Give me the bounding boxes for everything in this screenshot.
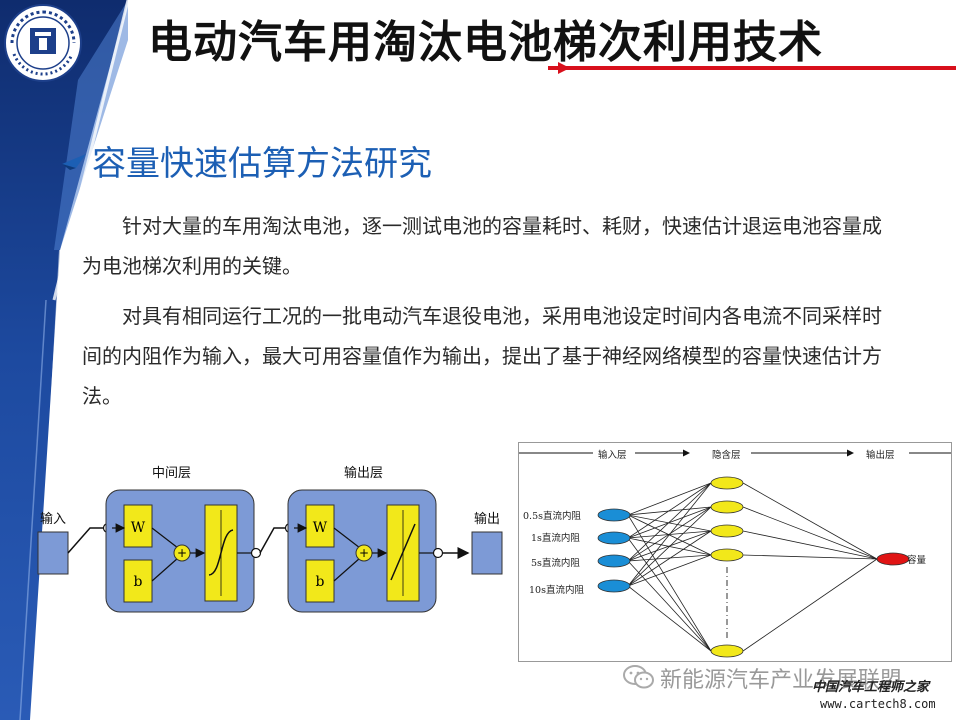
page-title: 电动汽车用淘汰电池梯次利用技术 <box>148 17 823 68</box>
university-seal-logo <box>4 4 82 82</box>
nn-input-layer-label: 输入层 <box>598 450 627 461</box>
output-weight-box <box>305 504 335 548</box>
hidden-weight-label: W <box>131 520 146 536</box>
nn-edge-input-4-hidden-4 <box>627 554 712 587</box>
nn-input-label-3: 5s直流内阻 <box>531 558 580 569</box>
nn-edge-input-4-hidden-3 <box>627 530 712 587</box>
neural-network-diagram <box>518 442 952 662</box>
output-layer-label: 输出层 <box>344 466 384 481</box>
nn-edge-hidden-5-output <box>742 558 878 652</box>
title-bar <box>138 4 956 74</box>
output-sum-label: + <box>359 546 369 560</box>
nn-edge-input-3-hidden-1 <box>627 482 712 562</box>
nn-edge-input-1-hidden-1 <box>627 482 712 516</box>
nn-input-label-4: 10s直流内阻 <box>529 585 584 596</box>
nn-input-label-1: 0.5s直流内阻 <box>523 511 581 522</box>
hidden-sum-label: + <box>177 546 187 560</box>
hidden-layer-label: 中间层 <box>152 466 192 481</box>
nn-hidden-node-4 <box>710 548 744 562</box>
nn-input-node-3 <box>597 554 631 568</box>
nn-edge-input-3-hidden-4 <box>627 554 712 562</box>
nn-output-label: 容量 <box>907 555 927 566</box>
nn-edge-input-1-hidden-5 <box>627 514 712 652</box>
output-label: 输出 <box>474 512 501 527</box>
nn-edge-hidden-3-output <box>742 530 878 560</box>
side-band <box>0 0 130 720</box>
page-title-shadow: 电动汽车用淘汰电池梯次利用技术 <box>150 19 825 70</box>
output-bias-box <box>305 559 335 603</box>
hidden-weight-box <box>123 504 153 548</box>
bullet-arrow-icon <box>62 154 86 170</box>
output-box <box>471 531 503 575</box>
nn-edge-input-4-hidden-5 <box>627 585 712 652</box>
section-heading: 容量快速估算方法研究 <box>92 144 432 184</box>
paragraph-1: 针对大量的车用淘汰电池，逐一测试电池的容量耗时、耗财，快速估计退运电池容量成为电… <box>82 214 882 278</box>
nn-hidden-node-2 <box>710 500 744 514</box>
watermark-site-url: www.cartech8.com <box>820 697 936 711</box>
nn-edge-hidden-4-output <box>742 554 878 560</box>
nn-edge-input-3-hidden-5 <box>627 560 712 652</box>
nn-hidden-node-5 <box>710 644 744 658</box>
nn-edge-input-2-hidden-1 <box>627 482 712 539</box>
nn-edge-input-2-hidden-5 <box>627 537 712 652</box>
nn-edge-input-4-hidden-1 <box>627 482 712 587</box>
wechat-icon <box>623 665 654 689</box>
nn-input-node-1 <box>597 508 631 522</box>
nn-output-layer-label: 输出层 <box>866 450 895 461</box>
nn-hidden-layer-label: 隐含层 <box>712 450 741 461</box>
nn-input-node-2 <box>597 531 631 545</box>
hidden-bias-box <box>123 559 153 603</box>
watermark-site-name: 中国汽车工程师之家 <box>812 680 930 695</box>
output-weight-label: W <box>313 520 328 536</box>
nn-hidden-node-3 <box>710 524 744 538</box>
network-block-diagram: W b W b + + <box>37 489 503 613</box>
input-box <box>37 531 69 575</box>
nn-edge-input-1-hidden-2 <box>627 506 712 516</box>
nn-output-node <box>876 552 910 566</box>
hidden-bias-label: b <box>134 574 143 590</box>
input-label: 输入 <box>40 512 67 527</box>
watermark-channel: 新能源汽车产业发展联盟 <box>660 668 903 693</box>
nn-edge-input-1-hidden-3 <box>627 514 712 532</box>
nn-edge-input-4-hidden-2 <box>627 506 712 587</box>
output-bias-label: b <box>316 574 325 590</box>
nn-edge-hidden-2-output <box>742 506 878 560</box>
paragraph-2: 对具有相同运行工况的一批电动汽车退役电池，采用电池设定时间内各电流不同采样时间的… <box>82 304 882 408</box>
nn-edge-hidden-1-output <box>742 482 878 560</box>
nn-input-label-2: 1s直流内阻 <box>531 533 580 544</box>
nn-hidden-node-1 <box>710 476 744 490</box>
nn-input-node-4 <box>597 579 631 593</box>
